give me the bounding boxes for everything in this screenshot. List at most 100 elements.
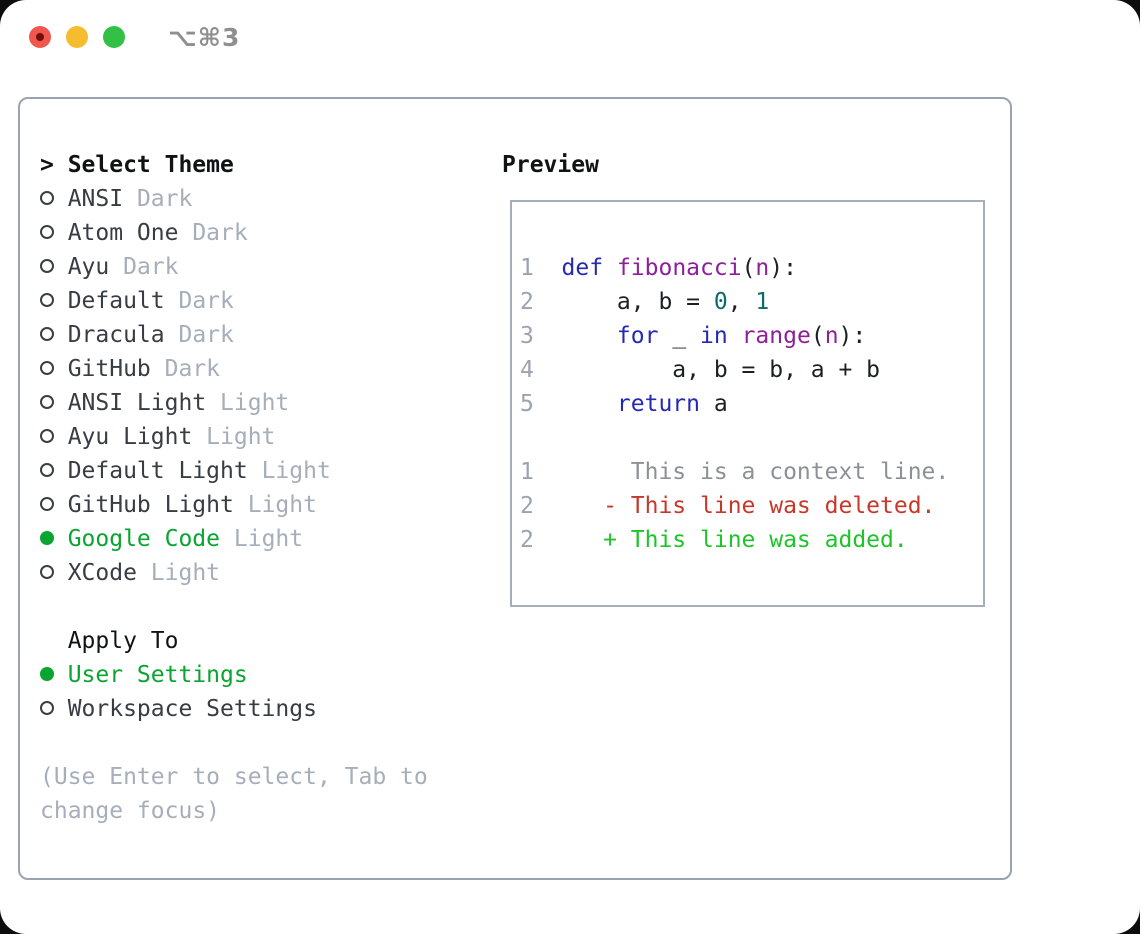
theme-variant-tag: Light	[206, 424, 276, 450]
radio-marker	[40, 216, 68, 250]
theme-name: ANSI Light	[67, 390, 207, 416]
apply-to-header: Apply To	[40, 624, 500, 658]
code-token: range	[741, 323, 811, 349]
radio-marker	[40, 692, 68, 726]
line-number: 2	[520, 493, 534, 519]
theme-name: XCode	[67, 560, 137, 586]
radio-icon	[40, 225, 54, 239]
theme-name: Dracula	[67, 322, 165, 348]
theme-variant-tag: Light	[150, 560, 221, 586]
radio-marker	[40, 182, 68, 216]
close-dot-icon	[36, 33, 44, 41]
radio-icon	[40, 463, 54, 477]
radio-marker	[40, 488, 68, 522]
code-token: n	[824, 323, 839, 349]
titlebar: ⌥⌘3	[0, 0, 1140, 80]
apply-to-title: Apply To	[67, 628, 179, 654]
radio-icon	[40, 395, 54, 409]
radio-marker	[40, 522, 68, 556]
code-token: + This line was added.	[561, 527, 908, 553]
code-token: ):	[838, 323, 867, 349]
theme-option-github[interactable]: GitHub Dark	[40, 352, 500, 386]
theme-option-google-code[interactable]: Google Code Light	[40, 522, 500, 556]
radio-marker	[40, 386, 68, 420]
radio-icon	[40, 361, 54, 375]
theme-option-ayu[interactable]: Ayu Dark	[40, 250, 500, 284]
help-line: (Use Enter to select, Tab to	[40, 764, 428, 790]
code-token: (	[810, 323, 825, 349]
radio-selected-icon	[40, 667, 54, 681]
close-button[interactable]	[29, 26, 51, 48]
theme-option-ansi[interactable]: ANSI Dark	[40, 182, 500, 216]
theme-variant-tag: Dark	[123, 254, 179, 280]
theme-name: Atom One	[67, 220, 179, 246]
theme-variant-tag: Dark	[178, 322, 234, 348]
radio-icon	[40, 191, 54, 205]
radio-icon	[40, 327, 54, 341]
theme-option-xcode[interactable]: XCode Light	[40, 556, 500, 590]
line-number: 1	[520, 255, 534, 281]
radio-icon	[40, 259, 54, 273]
minimize-button[interactable]	[66, 26, 88, 48]
radio-icon	[40, 497, 54, 511]
code-token: _	[658, 323, 701, 349]
theme-variant-tag: Light	[261, 458, 331, 484]
line-number: 1	[520, 459, 534, 485]
line-number: 5	[520, 391, 534, 417]
code-line: 3 for _ in range(n):	[520, 319, 983, 353]
line-number: 3	[520, 323, 534, 349]
radio-icon	[40, 565, 54, 579]
theme-option-ayu-light[interactable]: Ayu Light Light	[40, 420, 500, 454]
code-line: 5 return a	[520, 387, 983, 421]
theme-variant-tag: Dark	[136, 186, 193, 212]
select-theme-header: >Select Theme	[40, 148, 500, 182]
diff-added-line: 2 + This line was added.	[520, 523, 983, 557]
radio-marker	[40, 658, 68, 692]
code-token	[562, 323, 617, 349]
spacer	[40, 590, 500, 624]
diff-deleted-line: 2 - This line was deleted.	[520, 489, 983, 523]
radio-marker	[40, 556, 68, 590]
apply-option-user-settings[interactable]: User Settings	[40, 658, 500, 692]
theme-option-default-light[interactable]: Default Light Light	[40, 454, 500, 488]
radio-icon	[40, 429, 54, 443]
line-number: 2	[520, 527, 534, 553]
theme-variant-tag: Light	[220, 390, 290, 416]
zoom-button[interactable]	[103, 26, 125, 48]
theme-name: Ayu	[67, 254, 110, 280]
theme-variant-tag: Dark	[192, 220, 248, 246]
radio-marker	[40, 318, 68, 352]
radio-marker	[40, 420, 68, 454]
code-token: - This line was deleted.	[561, 493, 936, 519]
theme-option-ansi-light[interactable]: ANSI Light Light	[40, 386, 500, 420]
radio-icon	[40, 701, 54, 715]
theme-name: ANSI	[67, 186, 124, 212]
radio-marker	[40, 284, 68, 318]
code-token: a	[700, 391, 728, 417]
spacer	[40, 726, 500, 760]
code-token: (	[741, 255, 756, 281]
select-theme-title: Select Theme	[67, 152, 234, 178]
window-title: ⌥⌘3	[168, 23, 241, 52]
radio-marker	[40, 250, 68, 284]
code-token: in	[700, 323, 728, 349]
help-text: (Use Enter to select, Tab to change focu…	[40, 760, 500, 828]
theme-name: Google Code	[67, 526, 221, 552]
radio-marker	[40, 454, 68, 488]
theme-option-atom-one[interactable]: Atom One Dark	[40, 216, 500, 250]
theme-option-default[interactable]: Default Dark	[40, 284, 500, 318]
code-token: for	[616, 323, 659, 349]
code-token: a, b = b, a + b	[561, 357, 881, 383]
theme-option-github-light[interactable]: GitHub Light Light	[40, 488, 500, 522]
code-token	[603, 255, 617, 281]
apply-option-workspace-settings[interactable]: Workspace Settings	[40, 692, 500, 726]
theme-name: Default	[67, 288, 165, 314]
code-token	[562, 391, 617, 417]
theme-option-dracula[interactable]: Dracula Dark	[40, 318, 500, 352]
theme-variant-tag: Dark	[178, 288, 234, 314]
theme-name: GitHub Light	[67, 492, 234, 518]
